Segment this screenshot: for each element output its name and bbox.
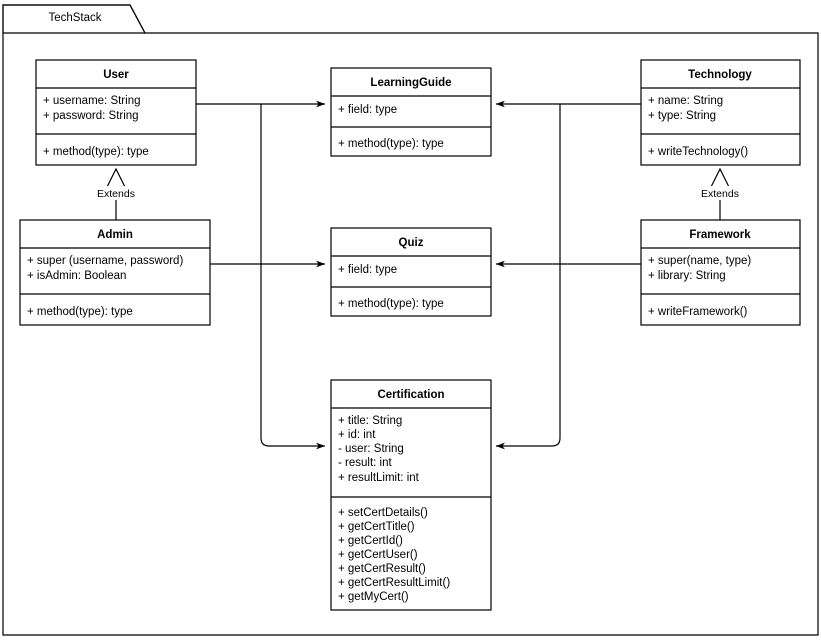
class-technology-attribute: + name: String [648, 95, 723, 107]
class-framework-title: Framework [689, 229, 751, 241]
class-user-attribute: + username: String [43, 95, 140, 107]
class-certification-attribute: + resultLimit: int [338, 472, 420, 484]
package-frame [2, 4, 819, 636]
package-tab-label: TechStack [48, 12, 101, 24]
edge-label-framework-extends-technology: Extends [701, 188, 739, 200]
class-certification-method: + getCertId() [338, 535, 403, 547]
class-framework-method: + writeFramework() [648, 306, 748, 318]
class-learningguide-attribute: + field: type [338, 104, 397, 116]
class-technology-attribute: + type: String [648, 110, 716, 122]
class-certification-method: + getCertResultLimit() [338, 577, 450, 589]
class-framework-attribute: + library: String [648, 270, 726, 282]
class-user-attribute: + password: String [43, 110, 139, 122]
edge-label-admin-extends-user: Extends [97, 188, 135, 200]
class-admin-attribute: + isAdmin: Boolean [27, 270, 126, 282]
class-box-learningguide[interactable]: LearningGuide + field: type + method(typ… [330, 67, 492, 157]
class-box-framework[interactable]: Framework + super(name, type) + library:… [640, 219, 801, 326]
class-box-admin[interactable]: Admin + super (username, password) + isA… [19, 219, 211, 326]
class-framework-outline[interactable] [640, 219, 801, 326]
class-technology-title: Technology [688, 69, 752, 81]
class-certification-method: + getCertResult() [338, 563, 426, 575]
class-technology-method: + writeTechnology() [648, 146, 748, 158]
generalization-triangle-user [106, 167, 126, 188]
edge-labels: Extends Extends [94, 186, 742, 200]
class-certification-attribute: - user: String [338, 443, 404, 455]
class-certification-title: Certification [377, 389, 444, 401]
label-bg-framework-extends [698, 186, 742, 200]
class-quiz-method: + method(type): type [338, 298, 444, 310]
connector-technology-to-certification [495, 104, 561, 450]
class-admin-method: + method(type): type [27, 306, 133, 318]
class-certification-method: + getMyCert() [338, 591, 409, 603]
class-certification-attribute: - result: int [338, 457, 392, 469]
class-user-title: User [103, 69, 129, 81]
label-bg-admin-extends [94, 186, 138, 200]
class-admin-attribute: + super (username, password) [27, 255, 183, 267]
class-technology-outline[interactable] [640, 59, 801, 166]
class-admin-outline[interactable] [19, 219, 211, 326]
class-certification-attribute: + title: String [338, 415, 402, 427]
class-user-method: + method(type): type [43, 146, 149, 158]
class-user-outline[interactable] [35, 59, 197, 166]
class-quiz-outline[interactable] [330, 227, 492, 317]
class-box-quiz[interactable]: Quiz + field: type + method(type): type [330, 227, 492, 317]
class-certification-method: + getCertUser() [338, 549, 418, 561]
class-admin-title: Admin [97, 229, 133, 241]
class-certification-method: + setCertDetails() [338, 507, 428, 519]
class-certification-method: + getCertTitle() [338, 521, 415, 533]
class-learningguide-outline[interactable] [330, 67, 492, 157]
class-box-user[interactable]: User + username: String + password: Stri… [35, 59, 197, 166]
class-box-certification[interactable]: Certification + title: String + id: int … [330, 379, 492, 611]
class-learningguide-title: LearningGuide [370, 77, 451, 89]
generalization-triangle-technology [710, 167, 730, 188]
class-quiz-attribute: + field: type [338, 264, 397, 276]
class-certification-outline[interactable] [330, 379, 492, 611]
connector-user-to-certification [260, 104, 326, 450]
class-framework-attribute: + super(name, type) [648, 255, 751, 267]
class-learningguide-method: + method(type): type [338, 138, 444, 150]
class-certification-attribute: + id: int [338, 429, 376, 441]
class-quiz-title: Quiz [399, 237, 424, 249]
class-box-technology[interactable]: Technology + name: String + type: String… [640, 59, 801, 166]
